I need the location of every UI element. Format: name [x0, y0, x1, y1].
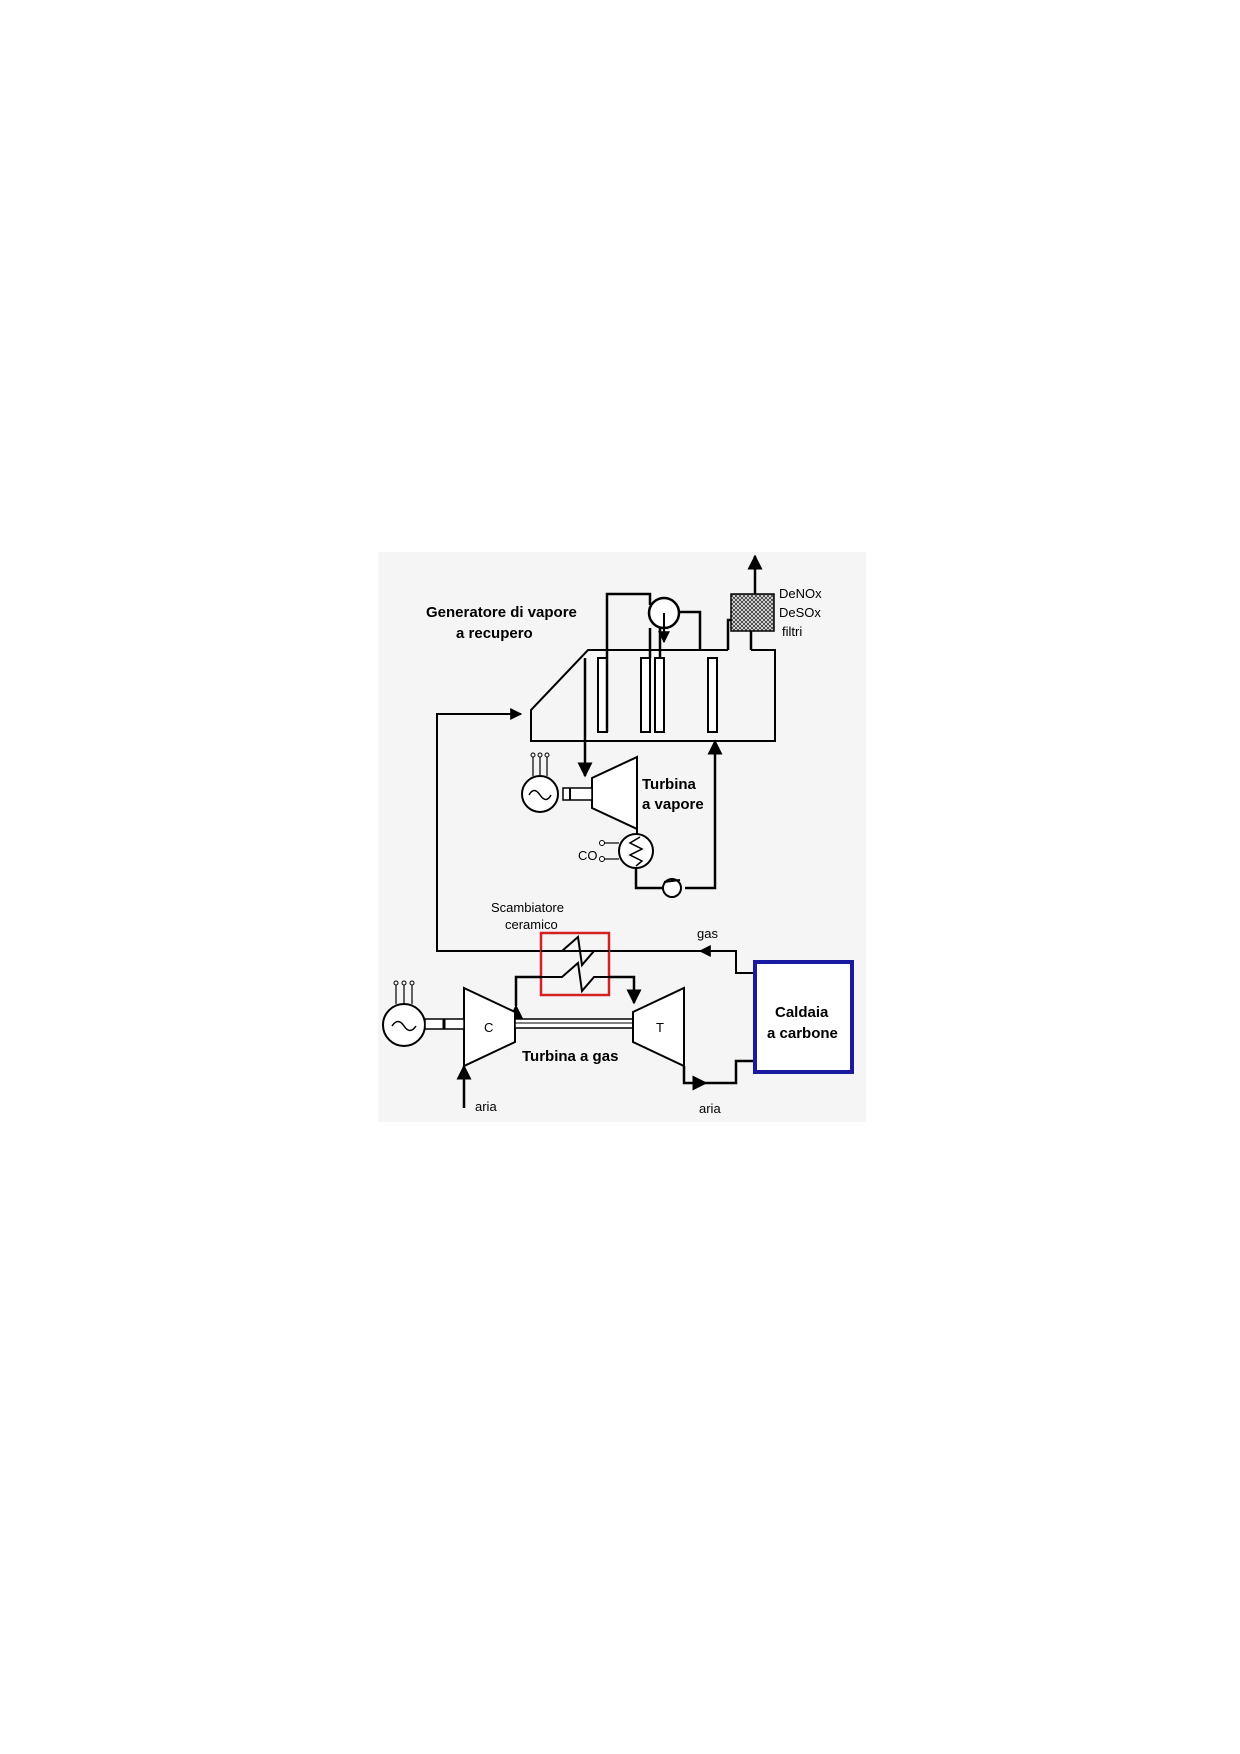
- ceramic-exchanger: [539, 931, 611, 997]
- compressor-label: C: [484, 1020, 493, 1035]
- hrsg-label-1: Generatore di vapore: [426, 604, 577, 621]
- tube-bank-4: [707, 657, 718, 733]
- steam-turbine-label-2: a vapore: [642, 796, 704, 813]
- exhaust-to-boiler-line: [706, 1059, 755, 1085]
- feed-pump: [662, 878, 682, 898]
- boiler-label-1: Caldaia: [775, 1004, 829, 1021]
- compressed-air-loop: [508, 975, 642, 1020]
- steam-alternator: [521, 752, 559, 813]
- coal-boiler: [753, 960, 854, 1074]
- filtri-label: filtri: [782, 624, 802, 639]
- feed-pump-loop: [634, 739, 723, 890]
- turbine-label: T: [656, 1020, 664, 1035]
- hrsg-label-2: a recupero: [456, 625, 533, 642]
- steam-turbine-label-1: Turbina: [642, 776, 697, 793]
- condenser: [599, 829, 654, 869]
- tube-bank-2: [640, 657, 651, 733]
- condenser-label: CO: [578, 848, 598, 863]
- gas-label: gas: [697, 926, 718, 941]
- gas-alternator: [382, 980, 465, 1047]
- hot-air-to-hrsg: [436, 708, 541, 952]
- gas-turbine-shaft: [514, 1018, 634, 1029]
- steam-turbine: [562, 755, 638, 831]
- hrsg: [530, 649, 776, 742]
- boiler-label-2: a carbone: [767, 1025, 838, 1042]
- air-in-label: aria: [475, 1099, 497, 1114]
- desox-label: DeSOx: [779, 605, 821, 620]
- compressor: [463, 986, 516, 1068]
- tube-bank-1: [597, 657, 608, 733]
- denox-label: DeNOx: [779, 586, 822, 601]
- filter-block: [730, 593, 775, 632]
- gas-turbine-label: Turbina a gas: [522, 1048, 618, 1065]
- tube-bank-3: [654, 657, 665, 733]
- air-out-label: aria: [699, 1101, 721, 1116]
- gas-line: [698, 945, 755, 974]
- exchanger-label-1: Scambiatore: [491, 900, 564, 915]
- exchanger-label-2: ceramico: [505, 917, 558, 932]
- turbine-exhaust-to-boiler: [682, 1066, 708, 1091]
